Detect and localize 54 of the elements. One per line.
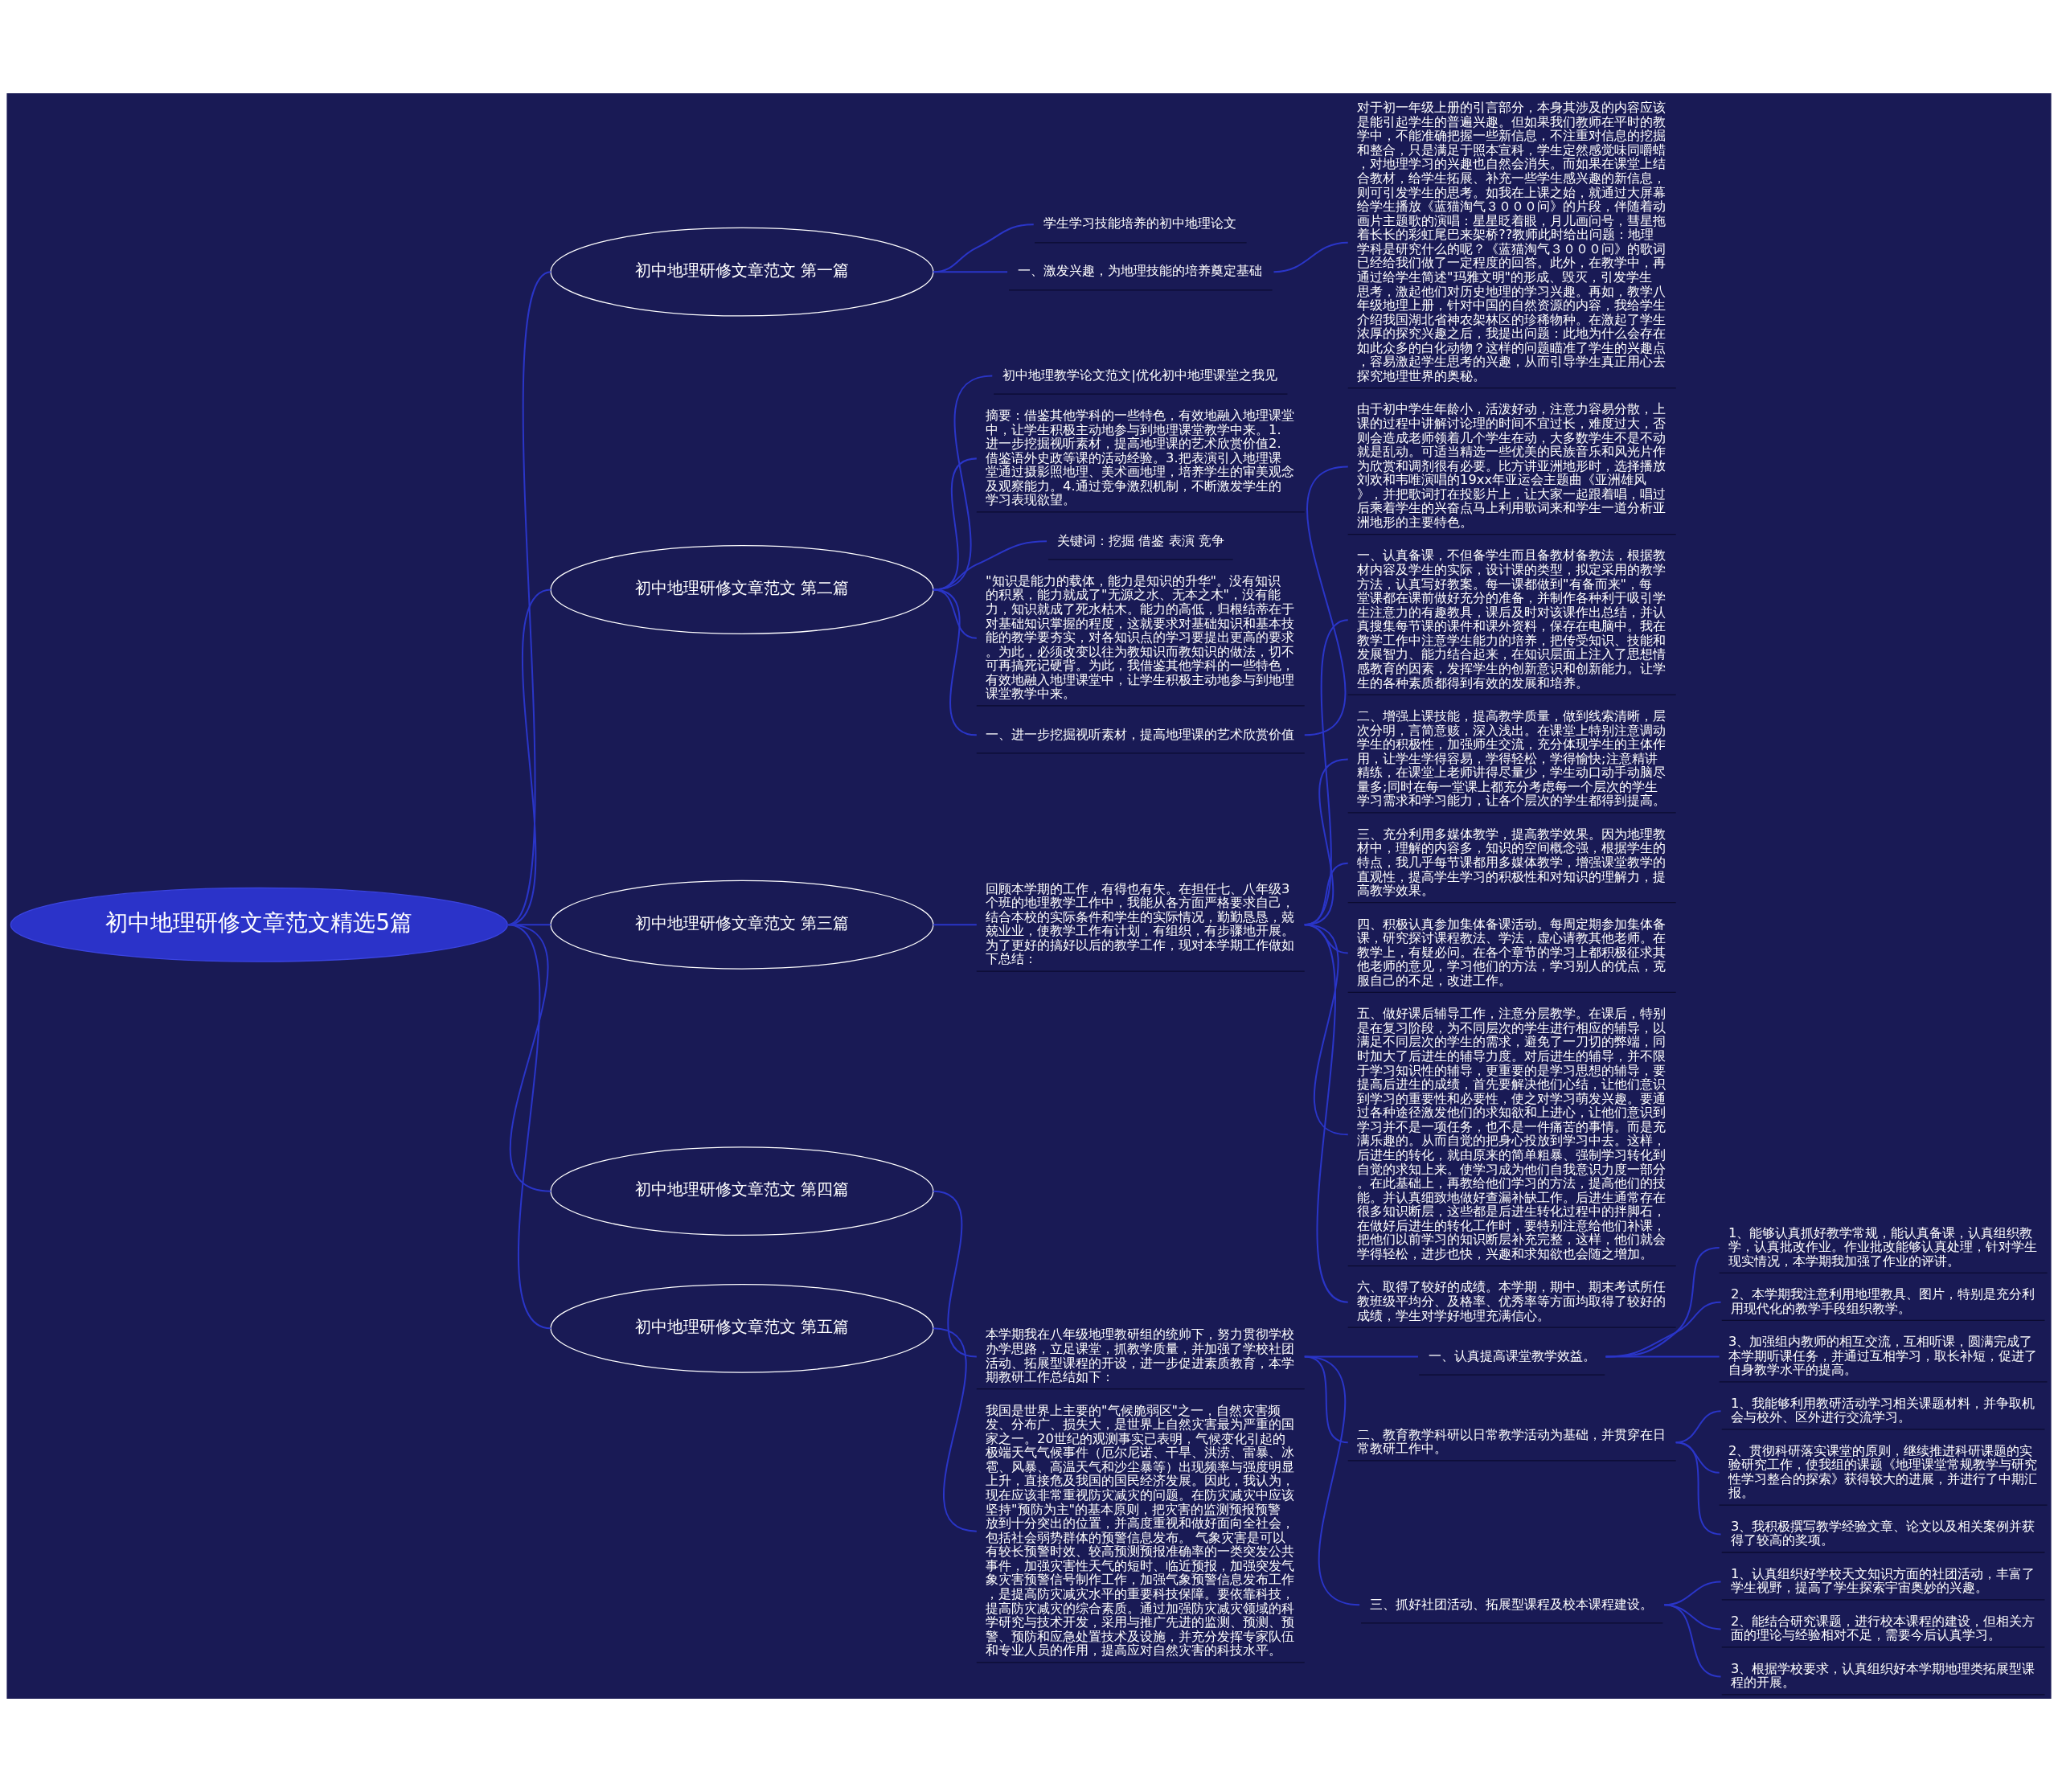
node-text: 二、教育教学科研以日常教学活动为基础，并贯穿在日常教研工作中。 xyxy=(1357,1426,1666,1457)
connector xyxy=(506,924,551,1330)
connector xyxy=(1304,1355,1360,1606)
connector xyxy=(1304,924,1349,1303)
node-ellipse: 初中地理研修文章范文精选5篇 xyxy=(10,887,508,962)
node-text: 三、抓好社团活动、拓展型课程及校本课程建设。 xyxy=(1370,1596,1654,1612)
node-text: 六、取得了较好的成绩。本学期，期中、期末考试所任教班级平均分、及格率、优秀率等方面均取得了较好的成绩，学生对学好地理充满信心。 xyxy=(1357,1279,1666,1323)
connector xyxy=(1304,465,1348,736)
node-text: 四、积极认真参加集体备课活动。每周定期参加集体备课，研究探讨课程教法、学法，虚心请教其他老师。在教学上，有疑必问。在各个章节的学习上都积极征求其他老师的意见，学习他们的方法，学习别人的优点，克服自己的不足，改进工作。 xyxy=(1357,916,1666,988)
connector xyxy=(933,924,977,926)
connector xyxy=(933,271,1008,273)
node-text: 初中地理教学论文范文|优化初中地理课堂之我见 xyxy=(1002,367,1277,383)
node-text: 1、认真组织好学校天文知识方面的社团活动，丰富了学生视野，提高了学生探索宇宙奥妙的兴趣。 xyxy=(1731,1565,2035,1596)
node-text: 二、增强上课技能，提高教学质量，做到线索清晰，层次分明，言简意赅，深入浅出。在课堂上特别注意调动学生的积极性，加强师生交流，充分体现学生的主体作用，让学生学得容易，学得轻松，学得愉快;注意精讲精练，在课堂上老师讲得尽量少，学生动口动手动脑尽量多;同时在每一堂课上都充分考虑每一个层次的学生学习需求和学习能力，让各个层次的学生都得到提高。 xyxy=(1357,707,1666,809)
node-text: 关键词：挖掘 借鉴 表演 竞争 xyxy=(1057,532,1224,548)
connector xyxy=(1675,1441,1721,1536)
node-text: 1、能够认真抓好教学常规，能认真备课，认真组织教学，认真批改作业。作业批改能够认真处理，针对学生现实情况，本学期我加强了作业的评讲。 xyxy=(1728,1224,2037,1269)
node-text: 摘要：借鉴其他学科的一些特色，有效地融入地理课堂中，让学生积极主动地参与到地理课堂教学中来。1.进一步挖掘视听素材，提高地理课的艺术欣赏价值2.借鉴语外史政等课的活动经验。3.把表演引入地理课堂通过摄影照地理、美术画地理，培养学生的审美观念及观察能力。4.通过竞争激烈机制，不断激发学生的学习表现欲望。 xyxy=(986,407,1295,508)
node-text: 一、激发兴趣，为地理技能的培养奠定基础 xyxy=(1018,263,1263,279)
node-text: 一、认真备课，不但备学生而且备教材备教法，根据教材内容及学生的实际，设计课的类型，拟定采用的教学方法，认真写好教案。每一课都做到"有备而来"，每堂课都在课前做好充分的准备，并制作各种利于吸引学生注意力的有趣教具，课后及时对该课作出总结，并认真搜集每节课的课件和课外资料，保存在电脑中。我在教学工作中注意学生能力的培养，把传受知识、技能和发展智力、能力结合起来，在知识层面上注入了思想情感教育的因素，发挥学生的创新意识和创新能力。让学生的各种素质都得到有效的发展和培养。 xyxy=(1357,547,1666,691)
node-ellipse: 初中地理研修文章范文 第四篇 xyxy=(550,1146,934,1236)
connector xyxy=(933,223,1034,273)
connector xyxy=(1273,241,1348,273)
node-text: 对于初一年级上册的引言部分，本身其涉及的内容应该是能引起学生的普遍兴趣。但如果我们教师在平时的教学中，不能准确把握一些新信息，不注重对信息的挖掘和整合，只是满足于照本宣科，学生定然感觉味同嚼蜡，对地理学习的兴趣也自然会消失。而如果在课堂上结合教材，给学生拓展、补充一些学生感兴趣的新信息，则可引发学生的思考。如我在上课之始，就通过大屏幕给学生播放《蓝猫淘气３０００问》的片段，伴随着动画片主题歌的演唱：星星眨着眼，月儿画问号，彗星拖着长长的彩虹尾巴来架桥??教师此时给出问题：地理学科是研究什么的呢？《蓝猫淘气３０００问》的歌词已经给我们做了一定程度的回答。此外，在教学中，再通过给学生简述"玛雅文明"的形成、毁灭，引发学生思考，激起他们对历史地理的学习兴趣。再如，教学八年级地理上册，针对中国的自然资源的内容，我给学生介绍我国湖北省神农架林区的珍稀物种。在激起了学生浓厚的探究兴趣之后，我提出问题：此地为什么会存在如此众多的白化动物？这样的问题瞄准了学生的兴趣点，容易激起学生思考的兴趣，从而引导学生真正用心去探究地理世界的奥秘。 xyxy=(1357,100,1666,383)
connector xyxy=(933,588,978,736)
node-text: 学生学习技能培养的初中地理论文 xyxy=(1043,215,1237,232)
connector xyxy=(1664,1604,1721,1678)
node-text: 本学期我在八年级地理教研组的统帅下，努力贯彻学校办学思路，立足课堂，抓教学质量，并加强了学校社团活动、拓展型课程的开设，进一步促进素质教育，本学期教研工作总结如下： xyxy=(986,1327,1295,1385)
node-text: 回顾本学期的工作，有得也有失。在担任七、八年级3个班的地理教学工作中，我能从各方面严格要求自己，结合本校的实际条件和学生的实际情况，勤勤恳恳，兢兢业业，使教学工作有计划，有组织，有步骤地开展。为了更好的搞好以后的教学工作，现对本学期工作做如下总结： xyxy=(986,880,1295,967)
node-ellipse: 初中地理研修文章范文 第一篇 xyxy=(550,227,934,317)
node-text: "知识是能力的载体，能力是知识的升华"。没有知识的积累，能力就成了"无源之水、无本之木"，没有能力，知识就成了死水枯木。能力的高低，归根结蒂在于对基础知识掌握的程度，这就要求对基础知识和基本技能的教学要夯实，对各知识点的学习要提出更高的要求。为此，必须改变以往为教知识而教知识的做法，切不可再搞死记硬背。为此，我借鉴其他学科的一些特色，有效地融入地理课堂中，让学生积极主动地参与到地理课堂教学中来。 xyxy=(986,572,1295,702)
connector xyxy=(933,1190,978,1358)
node-text: 一、认真提高课堂教学效益。 xyxy=(1428,1347,1596,1363)
node-ellipse: 初中地理研修文章范文 第二篇 xyxy=(550,545,934,634)
node-text: 2、能结合研究课题，进行校本课程的建设，但相关方面的理论与经验相对不足，需要今后认真学习。 xyxy=(1731,1613,2035,1643)
node-text: 3、根据学校要求，认真组织好本学期地理类拓展型课程的开展。 xyxy=(1731,1660,2035,1691)
connector xyxy=(933,540,1047,591)
node-text: 一、进一步挖掘视听素材，提高地理课的艺术欣赏价值 xyxy=(986,726,1295,742)
node-text: 3、加强组内教师的相互交流，互相听课，圆满完成了本学期听课任务，并通过互相学习，取长补短，促进了自身教学水平的提高。 xyxy=(1728,1334,2037,1378)
node-text: 由于初中学生年龄小，活泼好动，注意力容易分散，上课的过程中讲解讨论理的时间不宜过长，难度过大，否则会造成老师领着几个学生在动，大多数学生不是不动就是乱动。可适当精选一些优美的民族音乐和风光片作为欣赏和调剂很有必要。比方讲亚洲地形时，选择播放刘欢和韦唯演唱的19xx年亚运会主题曲《亚洲雄风》，并把歌词打在投影片上，让大家一起跟着唱，唱过后乘着学生的兴奋点马上利用歌词来和学生一道分析亚洲地形的主要特色。 xyxy=(1357,401,1666,530)
connector xyxy=(1605,1301,1721,1358)
connector xyxy=(1605,1246,1720,1358)
connector xyxy=(1304,1355,1418,1358)
node-text: 我国是世界上主要的"气候脆弱区"之一，自然灾害频发、分布广、损失大，是世界上自然灾害最为严重的国家之一。20世纪的观测事实已表明，气候变化引起的极端天气气候事件（厄尔尼诺、干旱、洪涝、雷暴、冰雹、风暴、高温天气和沙尘暴等）出现频率与强度明显上升，直接危及我国的国民经济发展。因此，我认为，现在应该非常重视防灾减灾的问题。在防灾减灾中应该坚持"预防为主"的基本原则，把灾害的监测预报预警放到十分突出的位置，并高度重视和做好面向全社会，包括社会弱势群体的预警信息发布。 气象灾害是可以有较长预警时效、较高预测预报准确率的一类突发公共事件，加强灾害性天气的短时、临近预报，加强突发气象灾害预警信号制作工作，加强气象预警信息发布工作，是提高防灾减灾水平的重要科技保障。要依靠科技，提高防灾减灾的综合素质。通过加强防灾减灾领域的科学研究与技术开发，采用与推广先进的监测、预测、预警、预防和应急处置技术及设施，并充分发挥专家队伍和专业人员的作用，提高应对自然灾害的科技水平。 xyxy=(986,1402,1295,1659)
connector xyxy=(1605,1355,1720,1358)
node-text: 1、我能够利用教研活动学习相关课题材料，并争取机会与校外、区外进行交流学习。 xyxy=(1731,1395,2035,1425)
connector xyxy=(933,1327,978,1532)
node-text: 2、本学期我注意利用地理教具、图片，特别是充分利用现代化的教学手段组织教学。 xyxy=(1731,1286,2035,1316)
node-text: 三、充分利用多媒体教学，提高教学效果。因为地理教材中，理解的内容多，知识的空间概念强，根据学生的特点，我几乎每节课都用多媒体教学，增强课堂教学的直观性，提高学生学习的积极性和对知识的理解力，提高教学效果。 xyxy=(1357,826,1666,899)
node-text: 3、我积极撰写教学经验文章、论文以及相关案例并获得了较高的奖项。 xyxy=(1731,1518,2035,1548)
node-ellipse: 初中地理研修文章范文 第三篇 xyxy=(550,880,934,970)
node-text: 2、贯彻科研落实课堂的原则，继续推进科研课题的实验研究工作，使我组的课题《地理课堂常规教学与研究性学习整合的探索》获得较大的进展，并进行了中期汇报。 xyxy=(1728,1442,2037,1501)
node-text: 五、做好课后辅导工作，注意分层教学。在课后，特别是在复习阶段，为不同层次的学生进行相应的辅导，以满足不同层次的学生的需求，避免了一刀切的弊端，同时加大了后进生的辅导力度。对后进生的辅导，并不限于学习知识性的辅导，更重要的是学习思想的辅导，要提高后进生的成绩，首先要解决他们心结，让他们意识到学习的重要性和必要性，使之对学习萌发兴趣。要通过各种途径激发他们的求知欲和上进心，让他们意识到学习并不是一项任务，也不是一件痛苦的事情。而是充满乐趣的。从而自觉的把身心投放到学习中去。这样，后进生的转化，就由原来的简单粗暴、强制学习转化到自觉的求知上来。使学习成为他们自我意识力度一部分。在此基础上，再教给他们学习的方法，提高他们的技能。并认真细致地做好查漏补缺工作。后进生通常存在很多知识断层，这些都是后进生转化过程中的拌脚石，在做好后进生的转化工作时，要特别注意给他们补课，把他们以前学习的知识断层补充完整，这样，他们就会学得轻松，进步也快，兴趣和求知欲也会随之增加。 xyxy=(1357,1006,1666,1261)
node-ellipse: 初中地理研修文章范文 第五篇 xyxy=(550,1283,934,1373)
